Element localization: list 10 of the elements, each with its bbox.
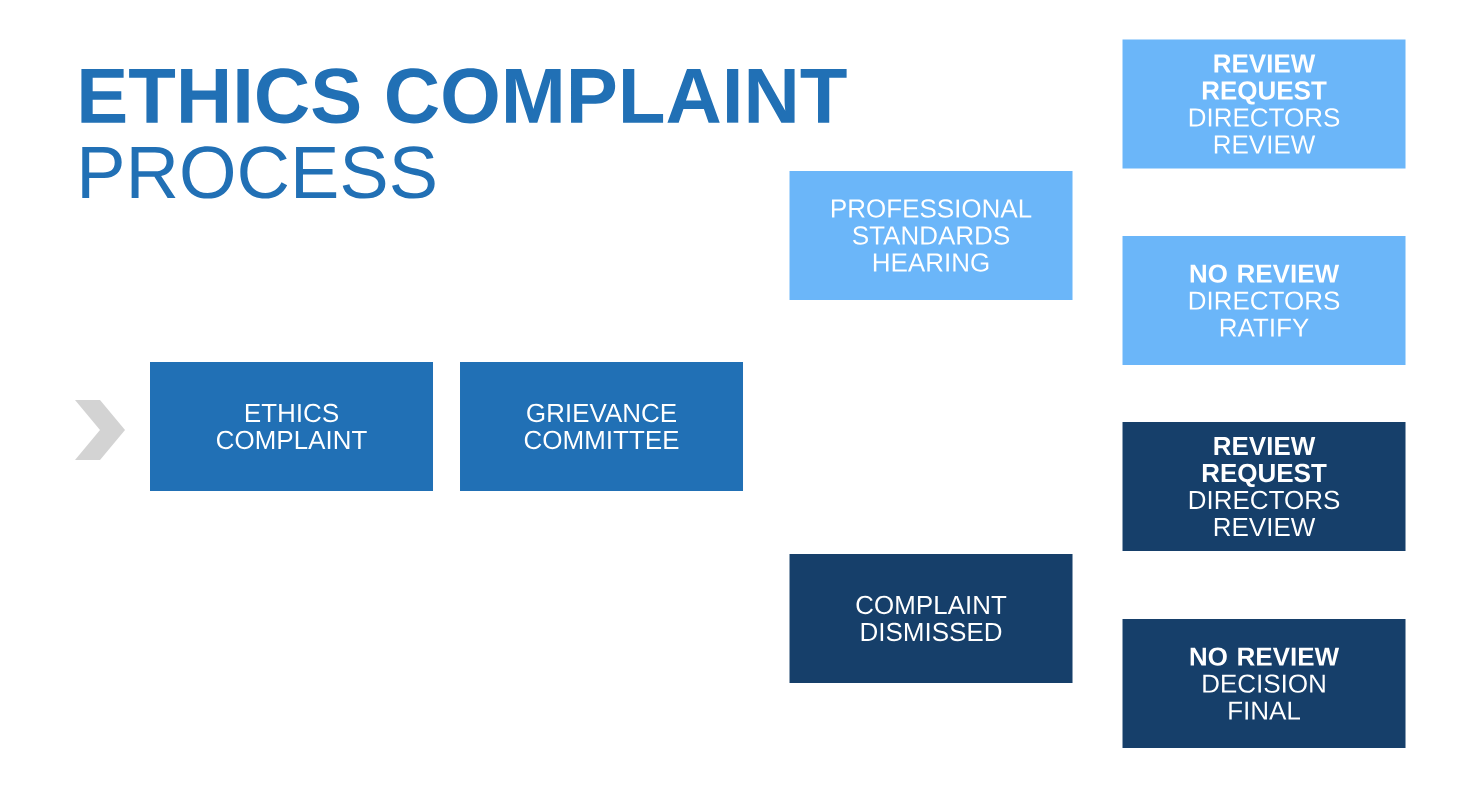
process-box: NO REVIEW DECISION FINAL [1122, 619, 1406, 748]
subtitle: PROCESS [82, 146, 435, 199]
process-box: REVIEW REQUEST DIRECTORS REVIEW [1122, 422, 1406, 551]
process-box: COMPLAINT DISMISSED [789, 554, 1073, 683]
process-box: GRIEVANCE COMMITTEE [460, 362, 743, 491]
process-box: REVIEW REQUEST DIRECTORS REVIEW [1122, 39, 1406, 169]
title: ETHICS COMPLAINT [81, 68, 847, 124]
process-box: ETHICS COMPLAINT [150, 362, 433, 491]
process-box: NO REVIEW DIRECTORS RATIFY [1122, 236, 1406, 365]
process-box: PROFESSIONAL STANDARDS HEARING [789, 171, 1073, 300]
